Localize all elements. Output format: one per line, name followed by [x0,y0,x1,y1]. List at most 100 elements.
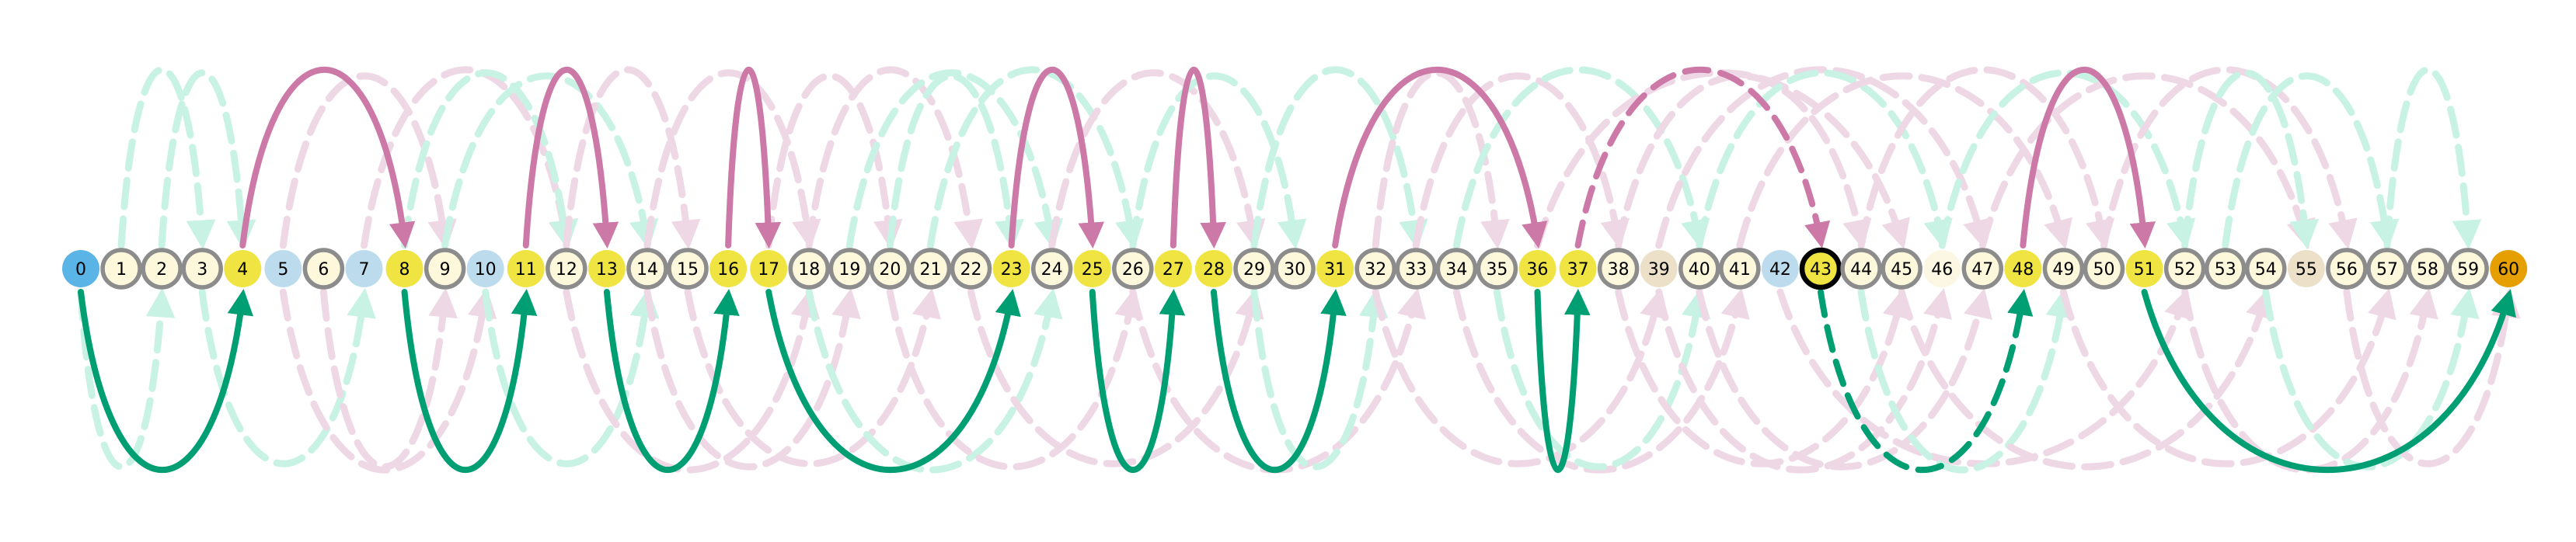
node: 47 [1961,248,2004,290]
node-label: 46 [1931,260,1953,280]
faint-edge-arrow [643,287,861,471]
path-edge-bottom-arrow [1210,288,1347,473]
path-edge-top-arrow [1574,67,1831,248]
node: 53 [2204,248,2247,290]
node-circle [1316,250,1354,287]
node-circle [2490,250,2528,287]
node: 31 [1316,250,1354,287]
node: 59 [2447,248,2489,290]
node: 50 [2083,248,2125,290]
node-label: 57 [2376,260,2398,280]
faint-edge-arrow [563,66,701,250]
node: 3 [181,248,223,290]
node-circle [100,248,142,290]
node-circle [224,250,262,287]
faint-edge-arrow [684,287,941,467]
node: 22 [950,248,992,290]
node-circle [1559,250,1597,287]
node: 0 [62,250,99,287]
node-circle [788,248,831,290]
node-label: 0 [75,260,86,280]
node-circle [1233,248,1275,290]
faint-edge-arrow [886,72,1024,250]
path-edge-top-arrow [239,66,416,248]
node-label: 51 [2134,260,2156,280]
faint-edge-arrow [158,69,256,250]
node-circle [181,248,223,290]
faint-edge-arrow [2343,287,2521,467]
node: 58 [2407,248,2449,290]
node: 4 [224,250,262,287]
node-label: 60 [2498,260,2519,280]
node-circle [1640,250,1678,287]
faint-edge-arrow [1938,69,2196,250]
node: 1 [100,248,142,290]
node-circle [2042,248,2085,290]
node-circle [1435,248,1478,290]
node-circle [1518,250,1556,287]
node: 5 [264,250,302,287]
node-label: 34 [1445,260,1467,280]
node-label: 2 [156,260,167,280]
path-edge-top-arrow [1332,66,1548,248]
node-label: 38 [1608,260,1630,280]
node: 14 [626,248,668,290]
node: 18 [788,248,831,290]
node-label: 59 [2457,260,2479,280]
node-circle [1597,248,1640,290]
faint-edge-arrow [2100,66,2358,250]
node-circle [2326,248,2368,290]
node-circle [667,248,709,290]
node-label: 10 [475,260,497,280]
path-edge-bottom-arrow [401,288,538,473]
faint-edge-arrow [886,287,1144,471]
node-label: 26 [1122,260,1144,280]
node: 51 [2125,250,2163,287]
node-label: 47 [1971,260,1993,280]
faint-edge-arrow [1857,287,2075,474]
chosen-path-edges [78,66,2516,474]
node-circle [992,250,1030,287]
node-circle [1476,248,1518,290]
node-circle [2447,248,2489,290]
node-circle [302,248,345,290]
node: 20 [869,248,912,290]
node-circle [1154,250,1192,287]
node-label: 29 [1243,260,1265,280]
node-circle [1030,248,1073,290]
node: 57 [2366,248,2408,290]
node: 52 [2163,248,2206,290]
node: 55 [2287,250,2325,287]
path-edge-top-arrow [2020,67,2156,249]
node-label: 18 [798,260,820,280]
node: 11 [507,250,545,287]
path-edge-top-arrow [1008,66,1105,249]
node-label: 20 [879,260,901,280]
node-circle [1395,248,1438,290]
node-label: 17 [758,260,779,280]
faint-edge-arrow [1898,288,2274,471]
path-edge-top-arrow [522,66,619,249]
node-circle [466,250,504,287]
faint-edge-arrow [2383,66,2482,250]
faint-edge-arrow [1048,69,1266,250]
node-circle [909,248,952,290]
path-edge-bottom-arrow [78,288,254,474]
node: 12 [546,248,587,290]
node-circle [1881,248,1922,290]
node-circle [507,250,545,287]
node: 26 [1112,248,1154,290]
node: 36 [1518,250,1556,287]
node: 56 [2326,248,2368,290]
path-edge-bottom-arrow [1818,289,2034,474]
node-label: 13 [596,260,618,280]
node-circle [1961,248,2004,290]
node-label: 45 [1891,260,1912,280]
node-circle [1799,247,1842,290]
node-circle [709,250,748,287]
node-circle [264,250,302,287]
faint-edge-arrow [77,287,176,471]
node-label: 35 [1486,260,1508,280]
node-circle [1194,250,1232,287]
